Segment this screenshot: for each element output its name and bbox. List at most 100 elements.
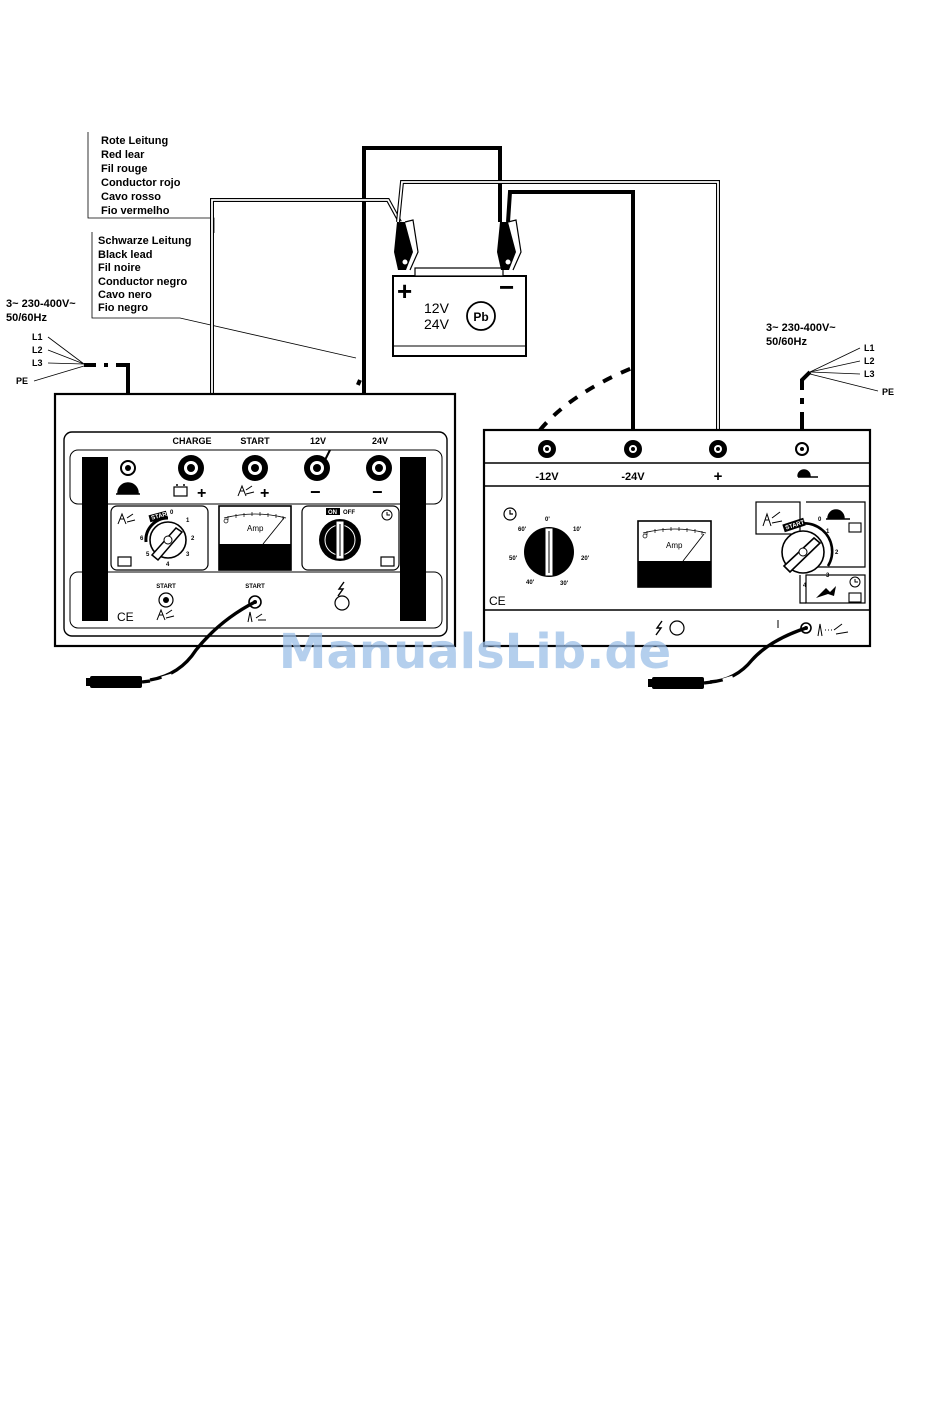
right-ammeter: Amp bbox=[637, 520, 712, 588]
red-lead-label-en: Red lear bbox=[101, 149, 145, 161]
left-ce-mark: CE bbox=[117, 610, 134, 624]
black-cable-right-24v bbox=[506, 190, 635, 448]
left-timer-panel bbox=[301, 505, 400, 571]
black-lead-label-pt: Fio negro bbox=[98, 302, 148, 314]
charge-terminal[interactable] bbox=[178, 455, 204, 481]
ground-symbol-icon bbox=[116, 482, 140, 495]
boost-start-button[interactable] bbox=[158, 592, 174, 608]
right-clock-icon bbox=[849, 576, 861, 588]
timer-mark-60: 60' bbox=[518, 527, 527, 533]
battery-minus-sign: − bbox=[499, 272, 514, 302]
left-ammeter: Amp bbox=[218, 505, 292, 571]
24v-minus-sign: − bbox=[372, 482, 383, 502]
battery-charge-icon bbox=[173, 484, 188, 497]
black-lead-label-it: Cavo nero bbox=[98, 289, 152, 301]
right-boost-icon bbox=[816, 586, 836, 598]
battery-voltage-24v: 24V bbox=[424, 316, 450, 332]
mains-ground-terminal[interactable] bbox=[795, 442, 809, 456]
right-mains-indicator-lamp bbox=[669, 620, 685, 636]
left-phase-l1: L1 bbox=[32, 332, 43, 342]
left-phase-l3: L3 bbox=[32, 358, 43, 368]
right-supply-spec: 3~ 230-400V~ 50/60Hz L1 L2 L3 PE bbox=[766, 322, 894, 447]
battery-mode-icon bbox=[117, 556, 132, 567]
left-selector-mark-5: 5 bbox=[146, 552, 150, 558]
right-phase-pe: PE bbox=[882, 387, 894, 397]
right-battery-icon-2 bbox=[848, 592, 862, 603]
minus-24v-terminal[interactable] bbox=[624, 440, 642, 458]
remote-start-icon bbox=[247, 611, 266, 623]
ground-terminal[interactable] bbox=[120, 460, 136, 476]
left-selector-panel bbox=[110, 505, 209, 571]
right-selector-mark-3: 3 bbox=[826, 573, 830, 579]
timer-mark-10: 10' bbox=[573, 527, 582, 533]
label-plus: + bbox=[714, 468, 723, 485]
right-selector-mark-2: 2 bbox=[835, 550, 839, 556]
left-mode-selector-knob[interactable] bbox=[144, 516, 187, 562]
timer-mark-40: 40' bbox=[526, 580, 535, 586]
boost-start-label: START bbox=[156, 584, 176, 590]
right-mode-selector-knob[interactable] bbox=[781, 522, 834, 574]
left-timer-off-mark: OFF bbox=[343, 510, 355, 516]
right-mains-indicator-icon bbox=[655, 620, 663, 636]
left-remote-start-cable bbox=[86, 600, 256, 688]
header-24v: 24V bbox=[372, 436, 388, 446]
left-selector-mark-6: 6 bbox=[140, 536, 144, 542]
plus-clamp bbox=[394, 219, 419, 271]
left-selector-mark-4: 4 bbox=[166, 562, 170, 568]
header-start: START bbox=[240, 436, 270, 446]
timer-mark-50: 50' bbox=[509, 556, 518, 562]
24v-terminal[interactable] bbox=[366, 455, 392, 481]
left-supply-voltage: 3~ 230-400V~ bbox=[6, 298, 76, 310]
start-plus-sign: + bbox=[260, 485, 269, 502]
right-generator-icon bbox=[826, 509, 850, 520]
left-selector-mark-3: 3 bbox=[186, 552, 190, 558]
black-lead-label-en: Black lead bbox=[98, 249, 152, 261]
left-handle-bar bbox=[82, 457, 108, 621]
red-lead-label-pt: Fio vermelho bbox=[101, 205, 170, 217]
12v-minus-sign: − bbox=[310, 482, 321, 502]
minus-clamp bbox=[497, 219, 522, 271]
right-engine-start-icon bbox=[762, 511, 783, 527]
right-phase-l1: L1 bbox=[864, 343, 875, 353]
left-phase-pe: PE bbox=[16, 376, 28, 386]
engine-start-icon bbox=[237, 484, 255, 497]
mains-indicator-icon bbox=[337, 581, 345, 597]
mains-indicator-lamp bbox=[334, 595, 350, 611]
left-timer-on-mark: ON bbox=[328, 510, 337, 516]
right-selector-start-mark: START bbox=[785, 520, 806, 532]
left-timer-knob[interactable] bbox=[319, 519, 361, 561]
left-ammeter-label: Amp bbox=[247, 524, 264, 533]
left-selector-mark-0: 0 bbox=[170, 510, 174, 516]
start-terminal[interactable] bbox=[242, 455, 268, 481]
right-ammeter-label: Amp bbox=[666, 541, 683, 550]
boost-start-icon bbox=[156, 608, 175, 621]
right-ce-mark: CE bbox=[489, 594, 506, 608]
minus-12v-terminal[interactable] bbox=[538, 440, 556, 458]
charge-plus-sign: + bbox=[197, 485, 206, 502]
left-timer-battery-icon bbox=[380, 556, 395, 567]
right-phase-l3: L3 bbox=[864, 369, 875, 379]
plus-terminal[interactable] bbox=[709, 440, 727, 458]
red-lead-label-fr: Fil rouge bbox=[101, 163, 147, 175]
left-supply-spec: 3~ 230-400V~ 50/60Hz L1 L2 L3 PE bbox=[6, 298, 130, 462]
red-lead-label-it: Cavo rosso bbox=[101, 191, 161, 203]
remote-start-label: START bbox=[245, 584, 265, 590]
right-handle-bar bbox=[400, 457, 426, 621]
left-selector-start-mark: START bbox=[151, 511, 172, 522]
right-remote-start-icon bbox=[817, 623, 849, 637]
mains-symbol-icon bbox=[797, 469, 818, 478]
left-selector-mark-1: 1 bbox=[186, 518, 190, 524]
header-charge: CHARGE bbox=[172, 436, 211, 446]
right-selector-mark-1: 1 bbox=[826, 529, 830, 535]
watermark-text: ManualsLib.de bbox=[279, 624, 671, 680]
left-remote-plug bbox=[90, 676, 142, 688]
left-supply-frequency: 50/60Hz bbox=[6, 312, 47, 324]
header-12v: 12V bbox=[310, 436, 326, 446]
right-timer-clock-icon bbox=[503, 507, 517, 521]
right-timer-knob[interactable] bbox=[524, 527, 574, 577]
battery-type-label: Pb bbox=[473, 310, 488, 324]
right-supply-voltage: 3~ 230-400V~ bbox=[766, 322, 836, 334]
red-lead-label-de: Rote Leitung bbox=[101, 135, 168, 147]
right-selector-mark-0: 0 bbox=[818, 517, 822, 523]
